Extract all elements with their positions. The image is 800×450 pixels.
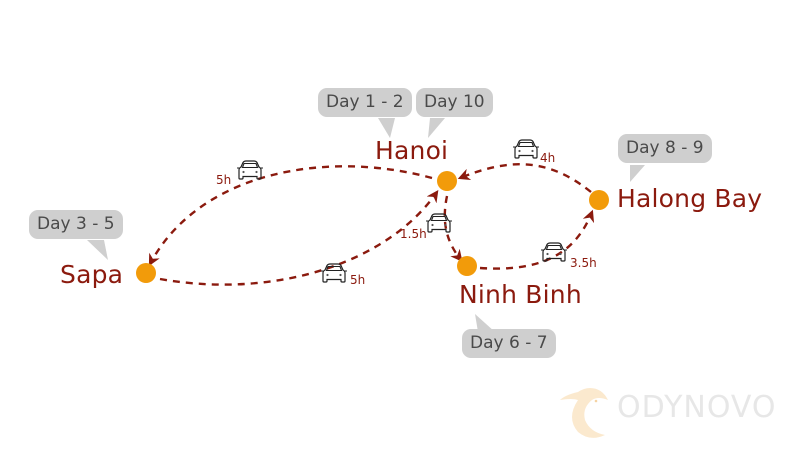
brand-logo-text: ODYNOVO: [617, 390, 777, 425]
bubble-tail: [428, 118, 445, 138]
duration-hanoi-ninhbinh: 1.5h: [400, 227, 427, 241]
day-bubble-hanoi-2: Day 10: [416, 88, 493, 117]
node-hanoi: [437, 171, 457, 191]
node-ninhbinh: [457, 256, 477, 276]
car-icon: [540, 242, 568, 262]
day-bubble-hanoi-1: Day 1 - 2: [318, 88, 412, 117]
bubble-tail: [630, 165, 645, 182]
car-icon: [320, 263, 348, 283]
day-bubble-halong-bay: Day 8 - 9: [618, 134, 712, 163]
route-hanoi-ninhbinh: [443, 195, 463, 262]
route-halong-hanoi: [457, 163, 592, 193]
node-sapa: [136, 263, 156, 283]
city-label-ninh-binh: Ninh Binh: [459, 280, 582, 309]
duration-ninhbinh-halong: 3.5h: [570, 256, 597, 270]
route-ninhbinh-halong: [479, 209, 595, 270]
city-label-hanoi: Hanoi: [375, 136, 449, 165]
bubble-tail: [378, 118, 395, 138]
bubble-tail: [87, 240, 108, 260]
route-hanoi-sapa: [148, 165, 433, 267]
duration-hanoi-sapa: 5h: [216, 173, 232, 187]
car-icon: [425, 213, 453, 233]
city-label-halong-bay: Halong Bay: [617, 184, 763, 213]
city-label-sapa: Sapa: [60, 260, 124, 289]
duration-halong-hanoi: 4h: [540, 151, 556, 165]
node-halong: [589, 190, 609, 210]
bubble-tail: [475, 314, 495, 332]
car-icon: [512, 139, 540, 159]
duration-sapa-hanoi: 5h: [350, 273, 366, 287]
car-icon: [236, 160, 264, 180]
day-bubble-ninh-binh: Day 6 - 7: [462, 329, 556, 358]
bird-logo-icon: [560, 388, 608, 438]
day-bubble-sapa: Day 3 - 5: [29, 210, 123, 239]
